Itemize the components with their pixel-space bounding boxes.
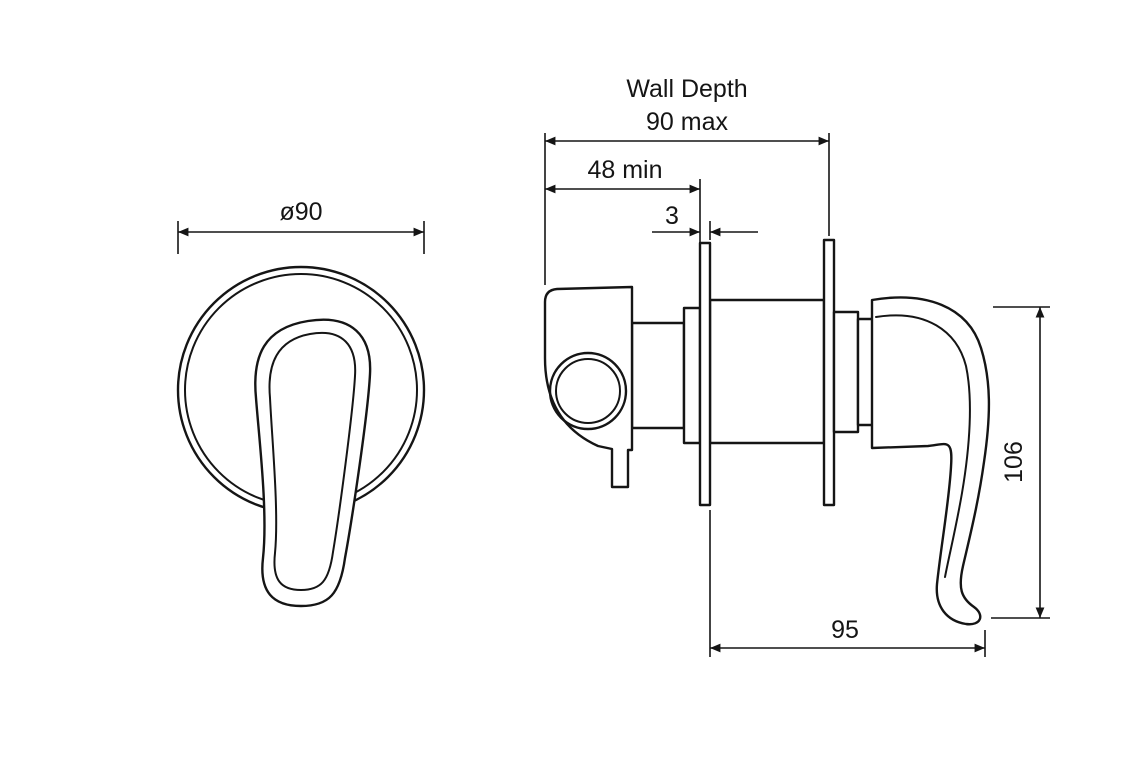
wall-plate-max xyxy=(822,238,836,507)
dim-height: 106 xyxy=(991,306,1050,619)
front-handle-inner-line xyxy=(268,331,357,591)
valve-body xyxy=(708,298,826,445)
diameter-label: ø90 xyxy=(279,198,322,226)
front-handle-outline xyxy=(254,318,372,608)
inlet-port-outer xyxy=(548,351,628,431)
side-handle-outline xyxy=(870,296,991,626)
dim-handle-length: 95 xyxy=(709,510,986,657)
inlet-port-inner xyxy=(555,358,621,424)
front-view xyxy=(176,265,426,608)
dim-diameter: ø90 xyxy=(177,198,425,254)
side-view xyxy=(543,238,991,626)
side-handle-inner-line xyxy=(875,314,971,578)
wall-depth-value: 90 max xyxy=(646,108,728,136)
min-depth-label: 48 min xyxy=(587,156,662,184)
wall-depth-title: Wall Depth xyxy=(626,75,747,103)
height-label: 106 xyxy=(1000,441,1028,483)
wall-plate-min xyxy=(698,241,712,507)
handle-projection-label: 95 xyxy=(831,616,859,644)
dim-min-depth: 48 min xyxy=(545,156,701,243)
supply-pipe xyxy=(630,321,686,430)
dim-wall-depth: Wall Depth 90 max xyxy=(544,75,830,285)
trim-sleeve xyxy=(832,310,860,434)
dim-plate-thickness: 3 xyxy=(652,202,758,240)
plate-thickness-label: 3 xyxy=(665,202,679,230)
mounting-step xyxy=(682,306,702,445)
